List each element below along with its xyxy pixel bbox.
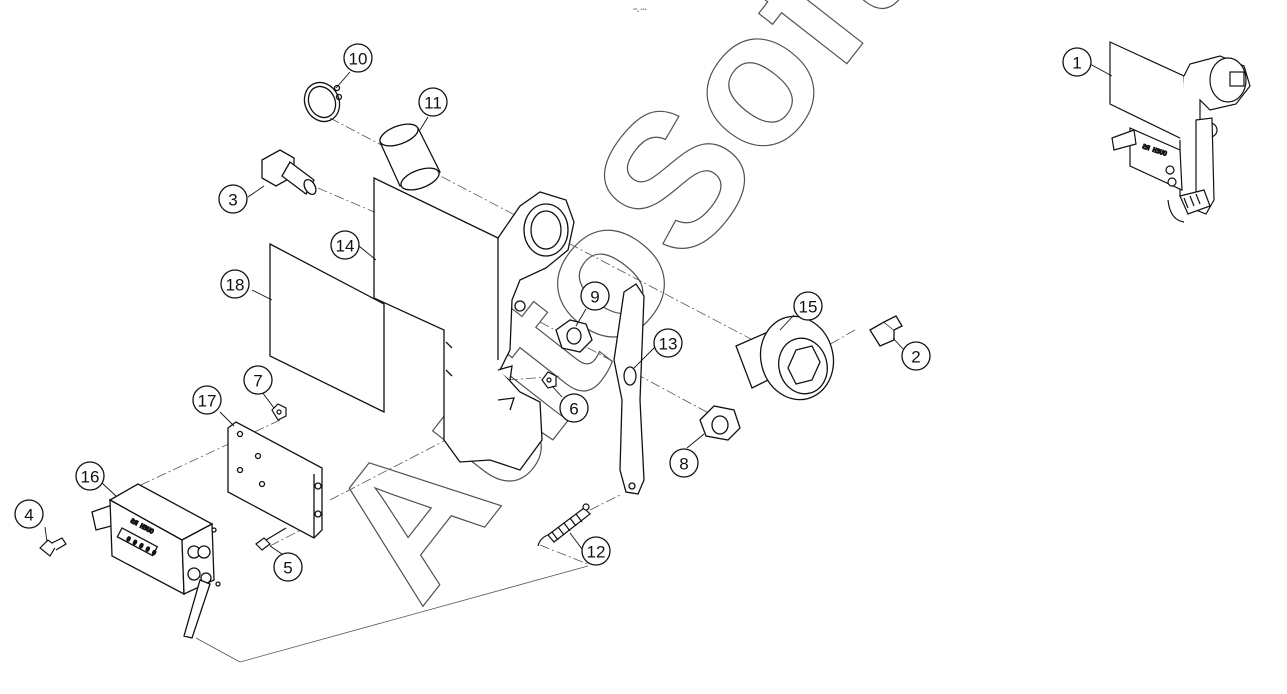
header-tiny-label: ¹⁰ₐ ᵃᵃᵃ <box>633 8 646 14</box>
callout-3: 3 <box>218 184 248 214</box>
callout-5: 5 <box>273 552 303 582</box>
hub-adapter-part <box>735 315 835 401</box>
callout-label: 12 <box>587 543 606 562</box>
callout-circle <box>901 341 931 371</box>
leader-lines-spring <box>195 565 589 663</box>
callout-label: 11 <box>424 94 442 113</box>
callout-17: 17 <box>192 385 222 415</box>
callout-8: 8 <box>669 448 699 478</box>
callout-7: 7 <box>243 365 273 395</box>
callout-circle <box>581 536 611 566</box>
callout-circle <box>1062 47 1092 77</box>
callout-label: 3 <box>228 191 237 210</box>
callout-circle <box>220 269 250 299</box>
callout-label: 18 <box>226 276 245 295</box>
callout-14: 14 <box>330 230 360 260</box>
spring-part <box>537 503 591 547</box>
callout-1: 1 <box>1062 47 1092 77</box>
callout-13: 13 <box>653 328 683 358</box>
bracket-plate-part <box>373 176 575 471</box>
lever-arm-part <box>613 283 645 495</box>
hex-nut-8-part <box>699 405 741 441</box>
small-nut-6-part <box>541 371 557 389</box>
screw-5-part <box>255 527 287 551</box>
callout-circle <box>669 448 699 478</box>
callout-circle <box>559 393 589 423</box>
callout-12: 12 <box>581 536 611 566</box>
callout-label: 13 <box>659 335 678 354</box>
callout-circle <box>330 230 360 260</box>
callout-label: 6 <box>569 400 578 419</box>
hour-counter-part: ƧЯ H3UO 0 0 0 0 0 <box>91 483 221 639</box>
mounting-plate-part <box>227 421 323 539</box>
callout-9: 9 <box>580 281 610 311</box>
callout-label: 16 <box>81 468 100 487</box>
circlip-part <box>303 81 343 123</box>
callout-18: 18 <box>220 269 250 299</box>
callout-11: 11 <box>418 87 448 117</box>
callout-label: 7 <box>253 372 262 391</box>
callout-6: 6 <box>559 393 589 423</box>
callout-circle <box>218 184 248 214</box>
callout-label: 8 <box>679 455 688 474</box>
callout-label: 14 <box>336 237 355 256</box>
callout-15: 15 <box>793 291 823 321</box>
callout-10: 10 <box>343 43 373 73</box>
callout-2: 2 <box>901 341 931 371</box>
callout-circle <box>793 291 823 321</box>
callout-circle <box>273 552 303 582</box>
callout-circle <box>75 461 105 491</box>
small-nut-7-part <box>271 403 287 421</box>
callout-circle <box>14 499 44 529</box>
hex-nut-9-part <box>555 319 593 353</box>
screw-4-part <box>39 537 67 557</box>
callout-16: 16 <box>75 461 105 491</box>
callout-label: 15 <box>799 298 818 317</box>
callout-circle <box>343 43 373 73</box>
screw-2-part <box>869 315 903 347</box>
assembled-view-part: ƧЯ H3UO <box>1109 41 1251 223</box>
callout-label: 1 <box>1072 54 1081 73</box>
callout-label: 2 <box>911 348 920 367</box>
callout-label: 17 <box>198 392 217 411</box>
callout-leaders <box>44 63 1113 557</box>
callout-circle <box>192 385 222 415</box>
callout-label: 5 <box>283 559 292 578</box>
callout-circle <box>418 87 448 117</box>
sheet-gasket-part <box>269 242 385 414</box>
callout-4: 4 <box>14 499 44 529</box>
bushing-part <box>379 123 441 191</box>
callout-circle <box>653 328 683 358</box>
bolt-part <box>261 149 317 196</box>
callout-circle <box>243 365 273 395</box>
callout-circle <box>580 281 610 311</box>
callout-label: 4 <box>24 506 33 525</box>
callout-label: 9 <box>590 288 599 307</box>
callout-label: 10 <box>349 50 368 69</box>
